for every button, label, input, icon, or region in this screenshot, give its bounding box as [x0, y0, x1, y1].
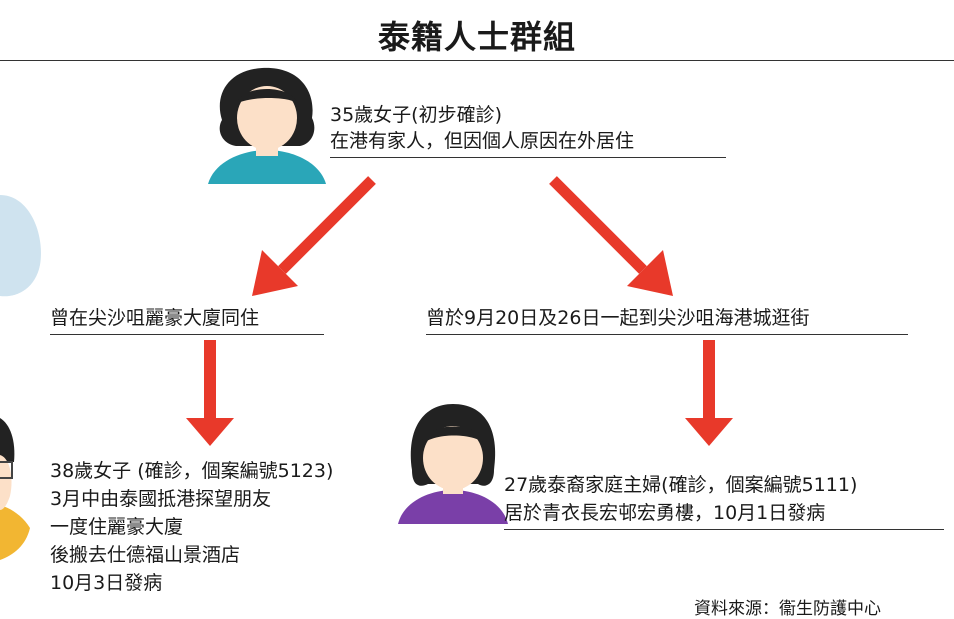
left-relation-label: 曾在尖沙咀麗豪大廈同住 [50, 305, 324, 335]
arrow-right-down [685, 340, 733, 446]
left-case-line3: 一度住麗豪大廈 [50, 516, 184, 538]
bubble-decoration [0, 195, 41, 297]
right-case-line2: 居於青衣長宏邨宏勇樓，10月1日發病 [504, 500, 944, 530]
left-case-line1: 38歲女子 (確診，個案編號5123) [50, 460, 334, 482]
arrow-top-to-right [549, 176, 673, 296]
left-case-line4: 後搬去仕德福山景酒店 [50, 544, 241, 566]
diagram-title: 泰籍人士群組 [377, 18, 576, 56]
arrow-top-to-left [252, 176, 376, 296]
arrow-left-down [186, 340, 234, 446]
right-relation-label: 曾於9月20日及26日一起到尖沙咀海港城逛街 [426, 305, 908, 335]
source-note: 資料來源：衞生防護中心 [694, 599, 881, 619]
left-case-avatar-icon [0, 418, 30, 560]
top-case-avatar-icon [208, 67, 326, 184]
left-case-line5: 10月3日發病 [50, 572, 163, 594]
title-divider [0, 60, 954, 61]
left-case-line2: 3月中由泰國抵港探望朋友 [50, 488, 272, 510]
right-case-line1: 27歲泰裔家庭主婦(確診，個案編號5111) [504, 474, 858, 496]
right-case-avatar-icon [398, 404, 508, 524]
top-case-line1: 35歲女子(初步確診) [330, 104, 503, 126]
top-case-line2: 在港有家人，但因個人原因在外居住 [330, 128, 726, 158]
